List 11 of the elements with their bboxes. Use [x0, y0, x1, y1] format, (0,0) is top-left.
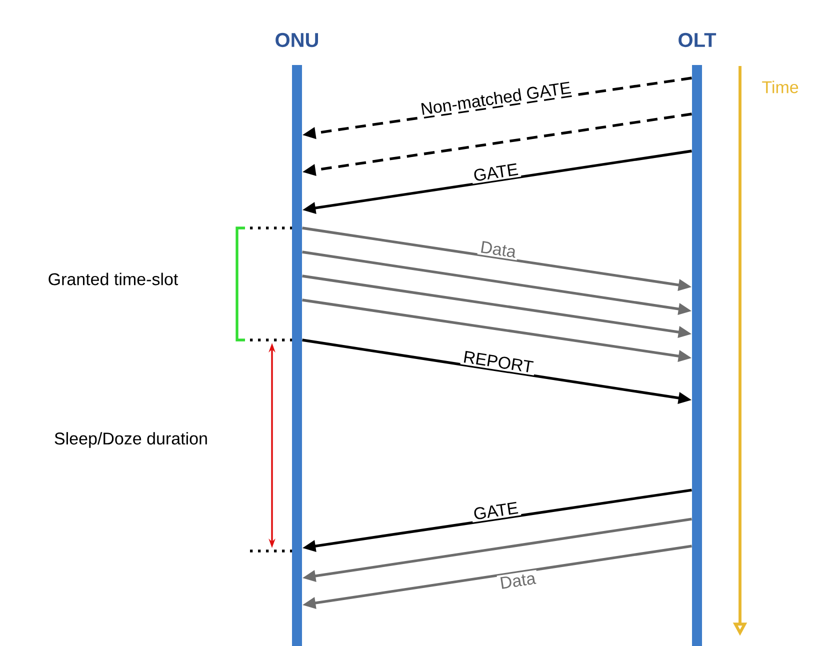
edge-label: GATE — [470, 499, 522, 522]
edge-label: Data — [496, 570, 539, 592]
edge-label: Data — [477, 238, 520, 260]
edge-label: GATE — [470, 160, 522, 184]
lifeline-heading: OLT — [678, 32, 716, 48]
time-label: Time — [762, 80, 798, 94]
edge-label: Non-matched GATE — [418, 78, 574, 118]
annotation-label: Sleep/Doze duration — [54, 432, 207, 448]
edge-label: REPORT — [460, 348, 536, 376]
annotation-label: Granted time-slot — [48, 272, 178, 286]
lifeline-heading: ONU — [276, 32, 318, 48]
